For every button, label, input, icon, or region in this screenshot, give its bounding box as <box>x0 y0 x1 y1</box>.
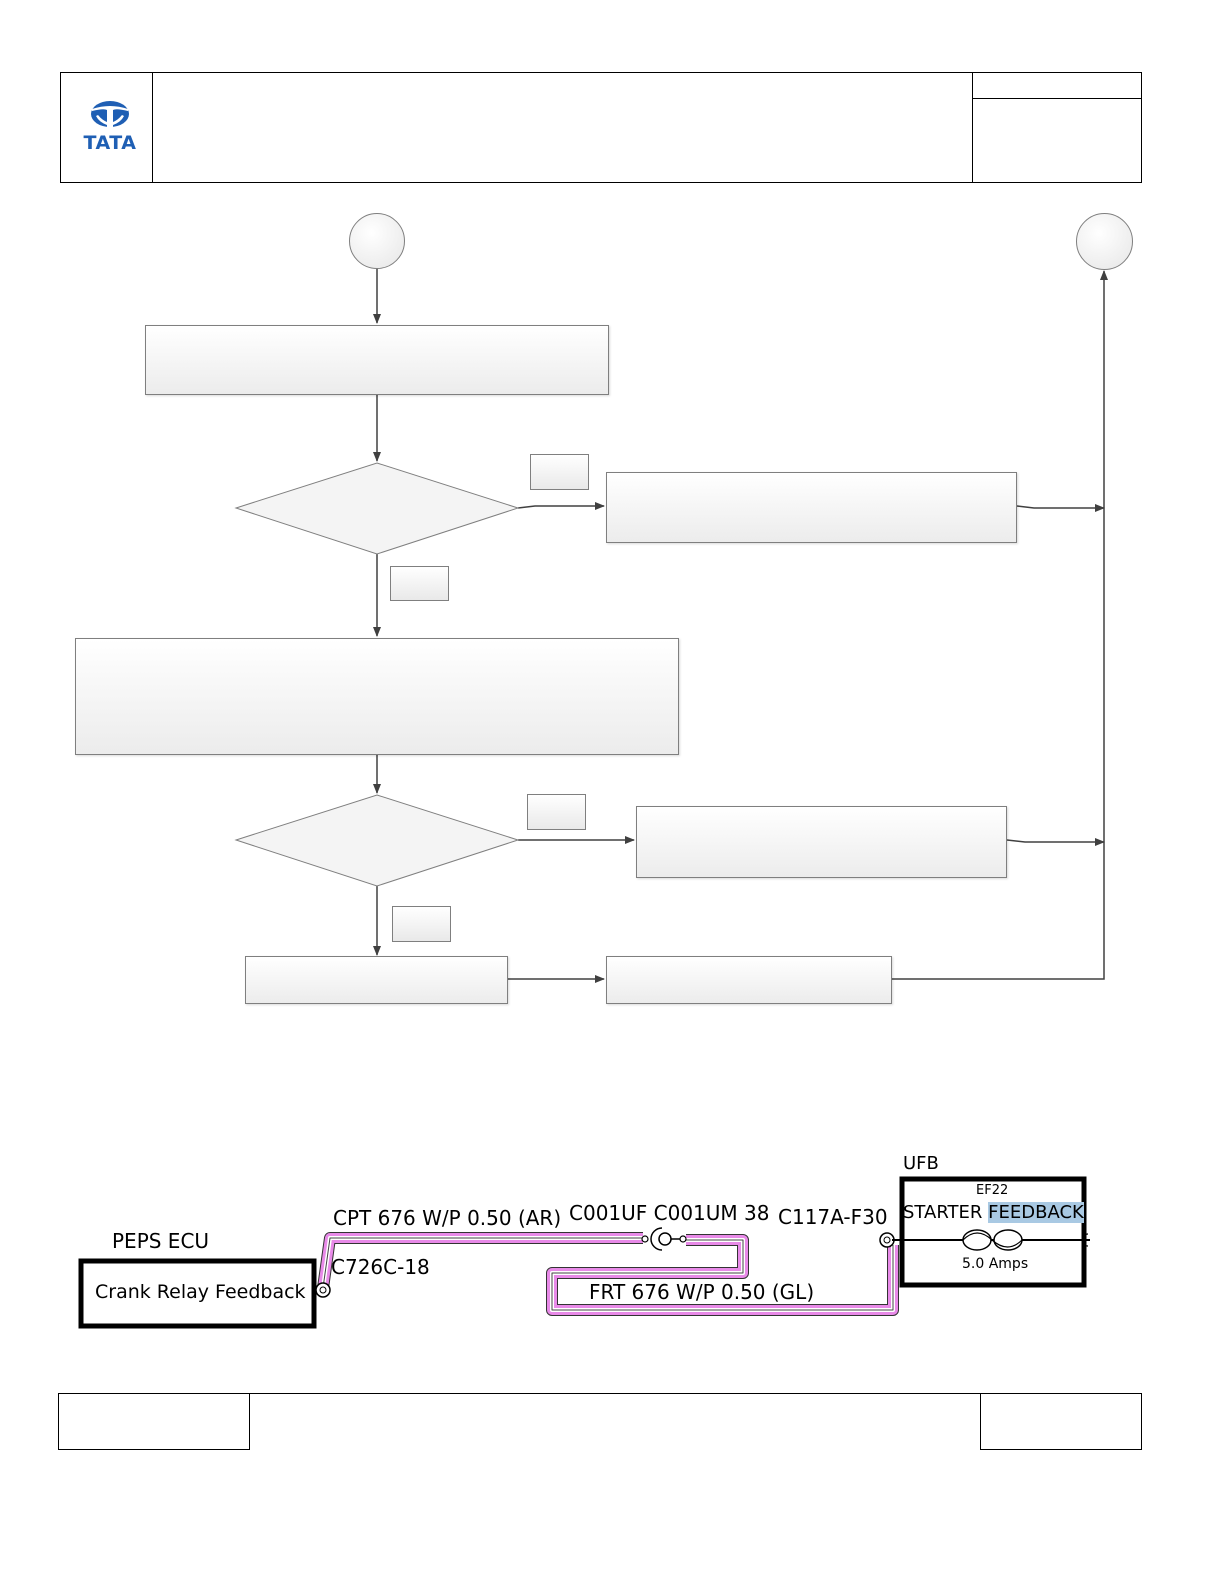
arrow-step4-to-end <box>891 270 1108 980</box>
flow-step-1 <box>145 325 609 395</box>
fuse-box-label: UFB <box>903 1153 939 1174</box>
wire-2-label: FRT 676 W/P 0.50 (GL) <box>589 1280 815 1304</box>
fuse-name-feedback: FEEDBACK <box>988 1202 1084 1223</box>
ecu-pin-label: Crank Relay Feedback <box>95 1281 306 1303</box>
arrow-decision1-to-action1 <box>517 502 605 510</box>
arrow-action2-to-merge <box>1006 838 1105 846</box>
decision-1-yes-tag <box>530 454 589 490</box>
connector-c117a-pin <box>879 1232 895 1248</box>
ecu-box <box>78 1258 317 1329</box>
header-frame <box>60 72 1142 183</box>
decision-2-no-tag <box>392 906 451 942</box>
arrow-action1-to-merge <box>1016 504 1105 512</box>
decision-1-diamond <box>234 462 520 555</box>
connector-1-label: C726C-18 <box>331 1255 430 1279</box>
flow-step-2 <box>75 638 679 755</box>
footer-left-cell <box>58 1393 250 1450</box>
inline-connector-female <box>641 1235 649 1243</box>
header-divider-right <box>972 72 973 183</box>
fuse-name-starter: STARTER <box>903 1202 983 1223</box>
fuse-id: EF22 <box>976 1183 1009 1198</box>
fuse-name: STARTER FEEDBACK <box>903 1202 1084 1223</box>
footer-right-cell <box>980 1393 1142 1450</box>
inline-connector-male <box>658 1232 672 1246</box>
decision-2-yes-tag <box>527 794 586 830</box>
tata-logo-icon <box>91 101 129 127</box>
tata-logo-text: TATA <box>83 132 137 154</box>
connector-2-label: C117A-F30 <box>778 1205 888 1229</box>
flow-action-2 <box>636 806 1007 878</box>
end-connector <box>1076 213 1133 270</box>
footer-rule <box>250 1393 981 1394</box>
fuse-rating: 5.0 Amps <box>962 1256 1029 1272</box>
start-connector <box>349 213 405 269</box>
flow-step-4 <box>606 956 892 1004</box>
wire-1-label: CPT 676 W/P 0.50 (AR) <box>333 1206 562 1230</box>
flow-action-1 <box>606 472 1017 543</box>
fuse-box-frame <box>899 1176 1087 1288</box>
wire-centerline <box>322 1237 894 1311</box>
flow-step-3 <box>245 956 508 1004</box>
connector-c726c-pin <box>315 1282 331 1298</box>
header-divider-info <box>972 98 1142 99</box>
decision-1-no-tag <box>390 566 449 601</box>
tata-logo: TATA <box>78 98 142 158</box>
ecu-name: PEPS ECU <box>112 1229 210 1253</box>
inline-connector-label: C001UF C001UM 38 <box>569 1201 770 1225</box>
header-divider-left <box>152 72 153 183</box>
decision-2-diamond <box>234 794 520 887</box>
